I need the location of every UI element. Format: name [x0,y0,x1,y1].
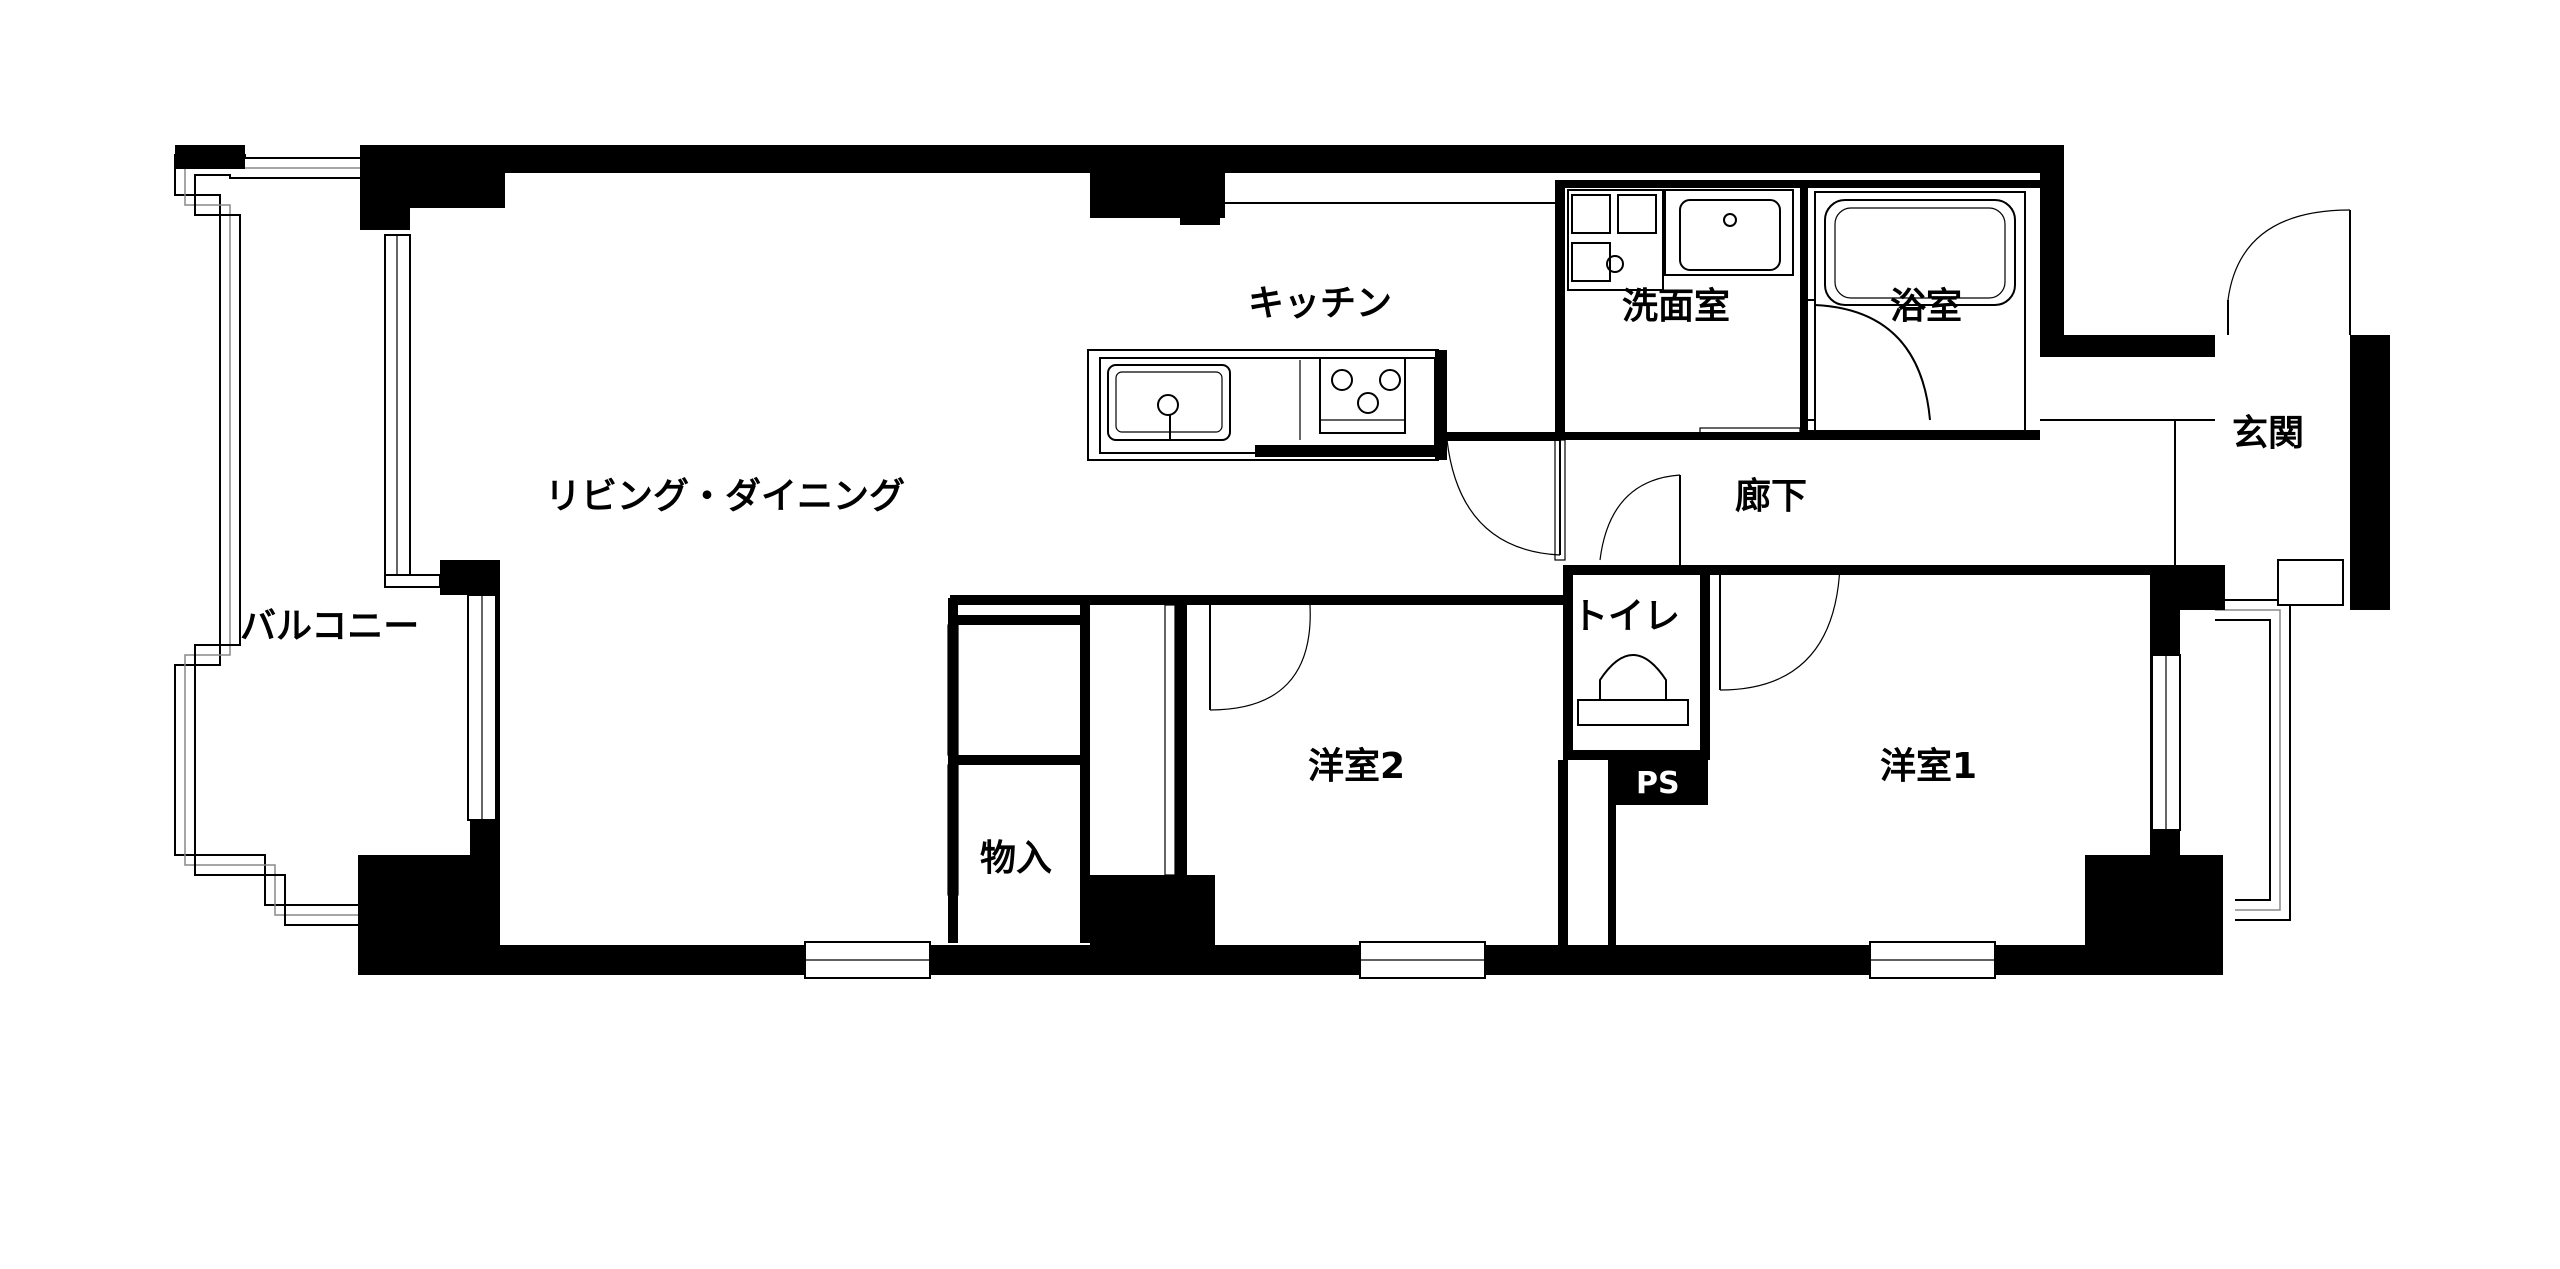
room-labels: リビング・ダイニング キッチン 洗面室 浴室 玄関 廊下 トイレ 洋室1 洋室2… [240,283,2304,879]
exterior-walls [175,145,2390,975]
doors [947,209,2351,896]
toilet-fixture [1577,654,1689,726]
balcony-railing-right [2215,599,2291,921]
washroom-fixtures [1567,189,1794,291]
label-storage: 物入 [980,838,1052,879]
label-western-room-1: 洋室1 [1880,746,1977,787]
label-living-dining: リビング・ダイニング [545,476,905,517]
label-western-room-2: 洋室2 [1308,746,1405,787]
balcony-railing [174,154,360,926]
label-bathroom: 浴室 [1890,286,1962,327]
label-hallway: 廊下 [1735,476,1807,517]
label-entrance: 玄関 [2232,413,2304,454]
label-washroom: 洗面室 [1622,286,1730,327]
label-kitchen: キッチン [1248,283,1392,324]
label-balcony: バルコニー [240,606,419,647]
kitchen-counter [1087,349,1439,461]
bathtub [1804,191,2026,433]
interior-walls [948,180,2215,945]
label-pipe-space: PS [1636,766,1680,801]
windows [384,234,2344,979]
label-toilet: トイレ [1572,596,1680,637]
